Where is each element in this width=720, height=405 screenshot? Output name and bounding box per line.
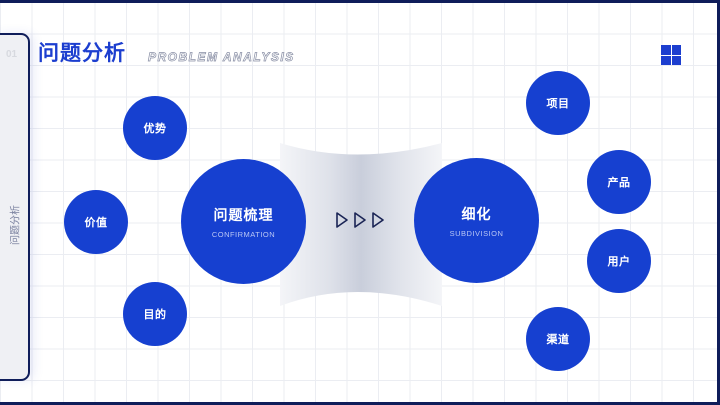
node-title: 细化 bbox=[461, 206, 492, 223]
grid-square bbox=[671, 45, 681, 55]
grid-four-squares-icon[interactable] bbox=[661, 45, 681, 65]
triple-play-arrows-icon bbox=[334, 211, 388, 229]
grid-square bbox=[661, 55, 671, 65]
node-channel[interactable]: 渠道 bbox=[526, 307, 590, 371]
node-confirmation[interactable]: 问题梳理 CONFIRMATION bbox=[181, 159, 306, 284]
grid-square bbox=[661, 45, 671, 55]
grid-square bbox=[671, 55, 681, 65]
node-value[interactable]: 价值 bbox=[64, 190, 128, 254]
node-project[interactable]: 项目 bbox=[526, 71, 590, 135]
node-label: 项目 bbox=[546, 97, 570, 110]
node-label: 优势 bbox=[143, 122, 167, 135]
page-subtitle: PROBLEM ANALYSIS bbox=[148, 50, 295, 65]
side-tab[interactable]: 01 问题分析 bbox=[0, 33, 30, 381]
section-label: 问题分析 bbox=[10, 205, 22, 245]
node-label: 用户 bbox=[607, 255, 631, 268]
node-label: 目的 bbox=[143, 308, 167, 321]
node-label: 价值 bbox=[84, 216, 108, 229]
node-subtitle: SUBDIVISION bbox=[449, 228, 504, 238]
node-product[interactable]: 产品 bbox=[587, 150, 651, 214]
node-user[interactable]: 用户 bbox=[587, 229, 651, 293]
section-number: 01 bbox=[6, 49, 18, 60]
connector-band bbox=[280, 138, 442, 310]
node-title: 问题梳理 bbox=[213, 207, 274, 224]
page-title: 问题分析 bbox=[38, 41, 126, 65]
node-advantage[interactable]: 优势 bbox=[123, 96, 187, 160]
node-subdivision[interactable]: 细化 SUBDIVISION bbox=[414, 158, 539, 283]
node-label: 产品 bbox=[607, 176, 631, 189]
node-purpose[interactable]: 目的 bbox=[123, 282, 187, 346]
node-subtitle: CONFIRMATION bbox=[211, 229, 276, 239]
node-label: 渠道 bbox=[546, 333, 570, 346]
